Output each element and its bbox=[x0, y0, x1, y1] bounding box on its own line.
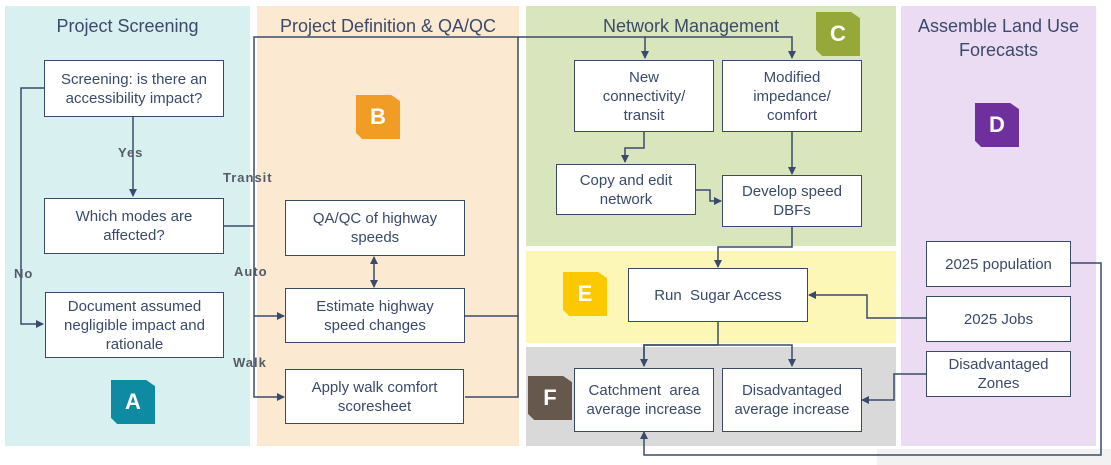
box-new-connectivity: New connectivity/ transit bbox=[574, 60, 714, 132]
box-2025-population: 2025 population bbox=[926, 241, 1071, 287]
shadow-strip bbox=[877, 449, 1111, 465]
edge-label-no: No bbox=[14, 266, 34, 281]
box-run-sugar: Run Sugar Access bbox=[628, 268, 808, 322]
box-develop-speed: Develop speed DBFs bbox=[722, 175, 862, 227]
edge-label-walk: Walk bbox=[233, 355, 267, 370]
panel-title-land-use: Assemble Land Use Forecasts bbox=[917, 16, 1080, 60]
edge-label-yes: Yes bbox=[118, 145, 144, 160]
box-2025-jobs: 2025 Jobs bbox=[926, 296, 1071, 342]
box-disadvantaged-average: Disadvantaged average increase bbox=[722, 368, 862, 432]
edge-label-transit: Transit bbox=[223, 170, 273, 185]
box-estimate: Estimate highway speed changes bbox=[285, 288, 465, 343]
box-screening: Screening: is there an accessibility imp… bbox=[44, 60, 224, 117]
badge-c: C bbox=[816, 12, 860, 56]
box-disadvantaged-zones: Disadvantaged Zones bbox=[926, 351, 1071, 397]
edge-label-auto: Auto bbox=[234, 264, 268, 279]
panel-title-project-screening: Project Screening bbox=[56, 16, 199, 36]
box-copy-edit: Copy and edit network bbox=[556, 164, 696, 215]
badge-e: E bbox=[563, 272, 607, 316]
box-modified-impedance: Modified impedance/ comfort bbox=[722, 60, 862, 132]
badge-b: B bbox=[356, 95, 400, 139]
box-qaqc: QA/QC of highway speeds bbox=[285, 200, 465, 256]
badge-f: F bbox=[528, 376, 572, 420]
box-which-modes: Which modes are affected? bbox=[44, 198, 224, 254]
panel-title-network-management: Network Management bbox=[602, 16, 780, 36]
panel-title-project-definition: Project Definition & QA/QC bbox=[279, 16, 497, 36]
badge-d: D bbox=[975, 103, 1019, 147]
box-catchment: Catchment area average increase bbox=[574, 368, 714, 432]
box-document: Document assumed negligible impact and r… bbox=[45, 292, 224, 358]
box-walk: Apply walk comfort scoresheet bbox=[285, 369, 464, 424]
badge-a: A bbox=[111, 380, 155, 424]
